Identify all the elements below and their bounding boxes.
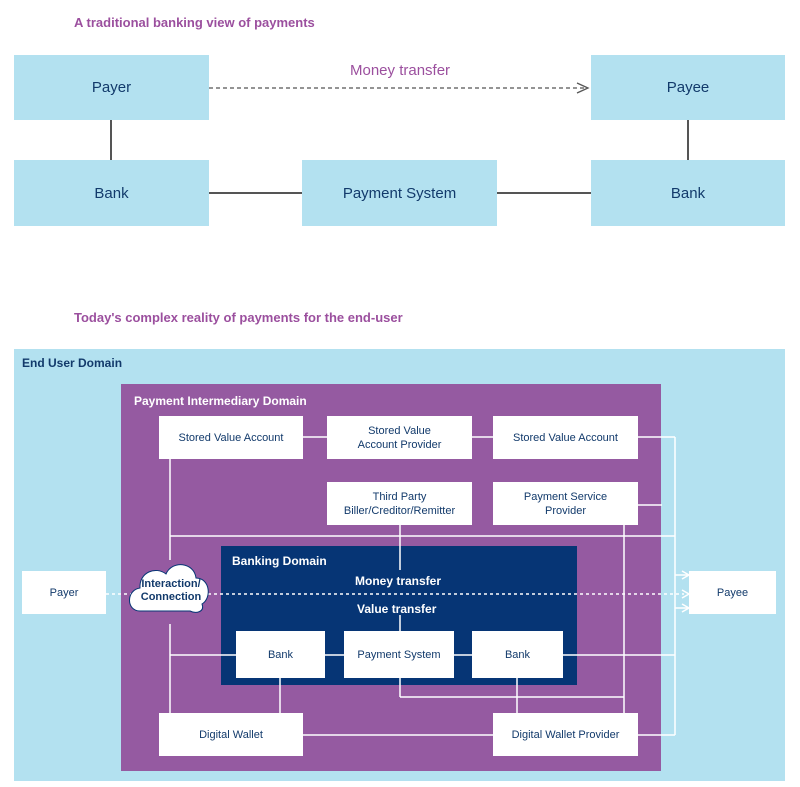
digital-wallet-label: Digital Wallet xyxy=(199,728,263,741)
interaction-connection-line1: Interaction/ xyxy=(141,578,201,590)
traditional-payment-system-label: Payment System xyxy=(342,184,457,202)
traditional-payer-box: Payer xyxy=(14,55,209,120)
interaction-connection-label: Interaction/ Connection xyxy=(136,578,206,604)
payment-service-provider-line1: Payment Service xyxy=(523,490,608,503)
stored-value-account-provider-line1: Stored Value xyxy=(368,424,431,437)
stored-value-account-provider-box: Stored Value Account Provider xyxy=(327,416,472,459)
payment-service-provider-line2: Provider xyxy=(545,504,586,517)
complex-bank-left-label: Bank xyxy=(267,648,294,661)
interaction-connection-line2: Connection xyxy=(140,591,202,603)
banking-domain-title: Banking Domain xyxy=(232,554,327,568)
digital-wallet-box: Digital Wallet xyxy=(159,713,303,756)
third-party-line1: Third Party xyxy=(372,490,427,503)
traditional-bank-left-label: Bank xyxy=(94,184,129,202)
payment-intermediary-domain-title: Payment Intermediary Domain xyxy=(134,394,307,408)
value-transfer-label: Value transfer xyxy=(357,602,437,616)
digital-wallet-provider-label: Digital Wallet Provider xyxy=(511,728,620,741)
complex-payment-system-label: Payment System xyxy=(357,648,441,661)
complex-bank-left-box: Bank xyxy=(236,631,325,678)
complex-bank-right-box: Bank xyxy=(472,631,563,678)
stored-value-account-provider-line2: Account Provider xyxy=(357,438,442,451)
complex-payer-label: Payer xyxy=(49,586,79,599)
third-party-line2: Biller/Creditor/Remitter xyxy=(343,504,456,517)
payment-service-provider-box: Payment Service Provider xyxy=(493,482,638,525)
traditional-payee-label: Payee xyxy=(666,79,710,96)
complex-payee-label: Payee xyxy=(716,586,749,599)
complex-bank-right-label: Bank xyxy=(504,648,531,661)
stored-value-account-right-label: Stored Value Account xyxy=(513,431,618,444)
complex-payer-box: Payer xyxy=(22,571,106,614)
traditional-payee-box: Payee xyxy=(591,55,785,120)
stored-value-account-left-label: Stored Value Account xyxy=(178,431,284,444)
third-party-box: Third Party Biller/Creditor/Remitter xyxy=(327,482,472,525)
traditional-payer-label: Payer xyxy=(91,79,132,96)
end-user-domain-title: End User Domain xyxy=(22,356,123,370)
traditional-payment-system-box: Payment System xyxy=(302,160,497,226)
complex-payee-box: Payee xyxy=(689,571,776,614)
traditional-money-transfer-label: Money transfer xyxy=(350,62,451,79)
traditional-bank-right-box: Bank xyxy=(591,160,785,226)
traditional-bank-right-label: Bank xyxy=(670,184,706,202)
complex-money-transfer-label: Money transfer xyxy=(355,574,442,588)
interaction-cloud-icon xyxy=(129,564,209,613)
complex-payment-system-box: Payment System xyxy=(344,631,454,678)
digital-wallet-provider-box: Digital Wallet Provider xyxy=(493,713,638,756)
complex-heading: Today's complex reality of payments for … xyxy=(74,310,403,325)
stored-value-account-left-box: Stored Value Account xyxy=(159,416,303,459)
stored-value-account-right-box: Stored Value Account xyxy=(493,416,638,459)
traditional-bank-left-box: Bank xyxy=(14,160,209,226)
traditional-heading: A traditional banking view of payments xyxy=(74,15,315,30)
